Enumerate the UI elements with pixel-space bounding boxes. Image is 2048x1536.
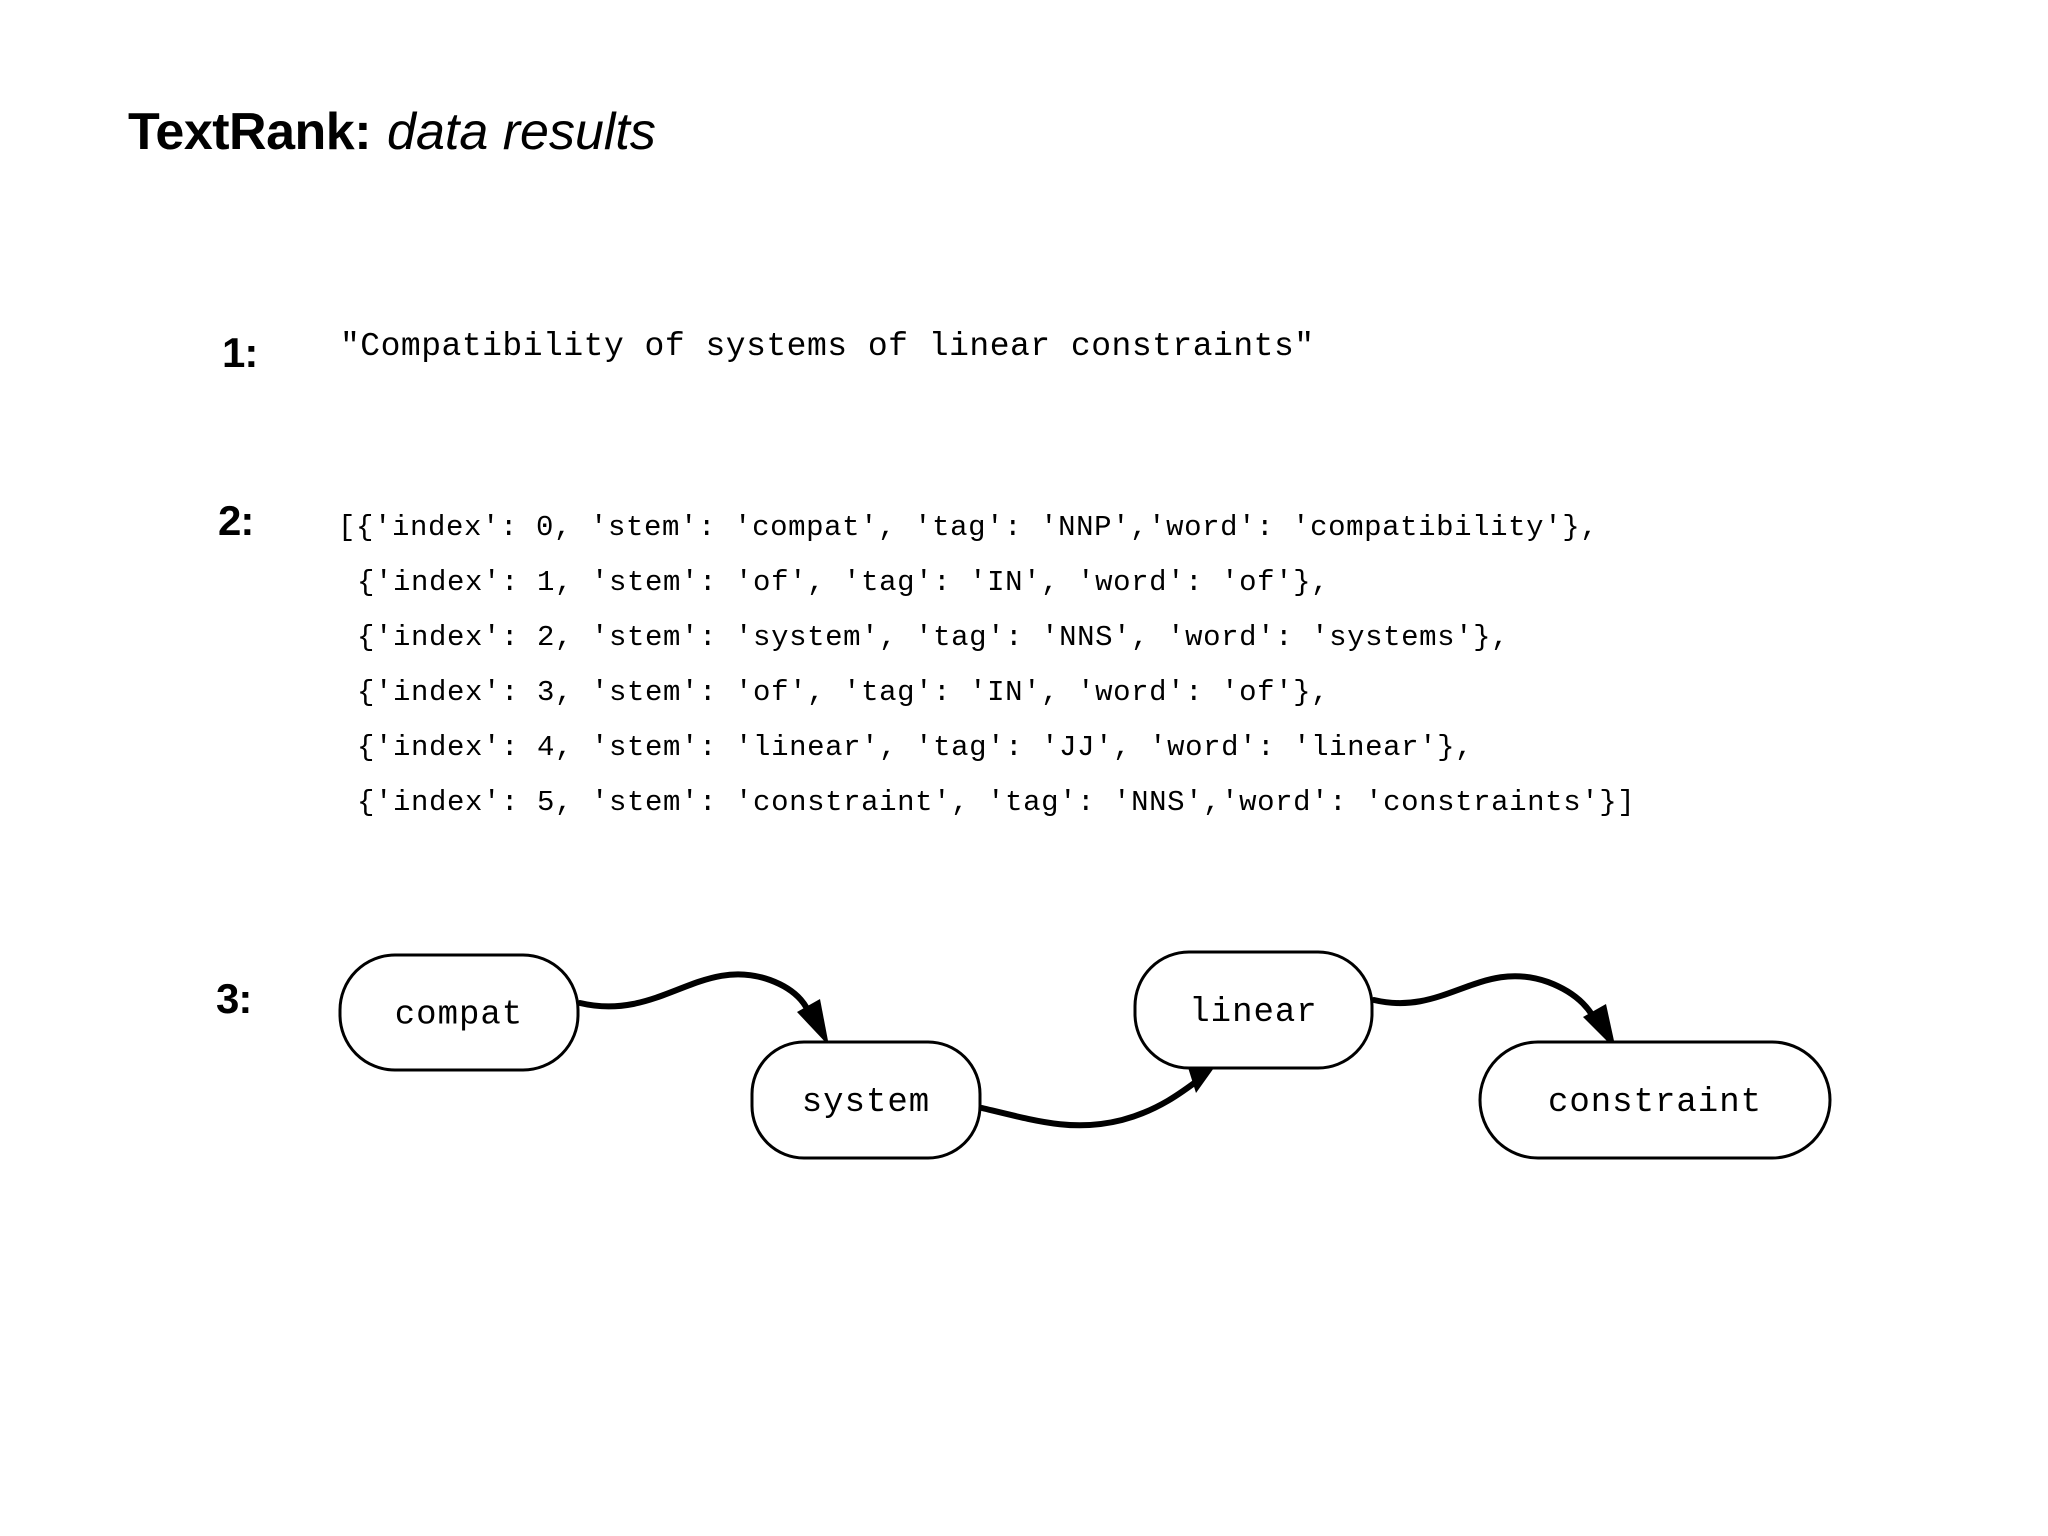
node-label: constraint — [1548, 1084, 1762, 1122]
page-title: TextRank: data results — [128, 103, 656, 161]
node-shape — [338, 953, 580, 1072]
node-label: system — [802, 1084, 930, 1122]
step-1-number: 1: — [222, 329, 258, 376]
graph-node-constraint[interactable]: constraint — [1478, 1040, 1832, 1160]
step-3-number: 3: — [216, 975, 252, 1022]
code-line: {'index': 3, 'stem': 'of', 'tag': 'IN', … — [357, 676, 1330, 709]
page-title-main: TextRank: — [128, 103, 372, 161]
code-line: {'index': 5, 'stem': 'constraint', 'tag'… — [357, 786, 1636, 819]
node-label: linear — [1189, 994, 1317, 1032]
edge-linear-to-constraint — [1371, 973, 1616, 1050]
graph-node-linear[interactable]: linear — [1133, 950, 1374, 1070]
node-shape — [1478, 1040, 1832, 1160]
code-line: {'index': 2, 'stem': 'system', 'tag': 'N… — [357, 621, 1510, 654]
node-shape — [1133, 950, 1374, 1070]
graph-node-system[interactable]: system — [750, 1040, 982, 1160]
edge-system-to-linear — [979, 1058, 1221, 1129]
graph-node-layer: compat system linear constraint — [338, 950, 1832, 1160]
page-title-sub: data results — [387, 103, 656, 161]
graph-node-compat[interactable]: compat — [338, 953, 580, 1072]
code-line: [{'index': 0, 'stem': 'compat', 'tag': '… — [338, 511, 1599, 544]
code-line: {'index': 1, 'stem': 'of', 'tag': 'IN', … — [357, 566, 1330, 599]
node-label: compat — [395, 996, 523, 1034]
step-2-content: [{'index': 0, 'stem': 'compat', 'tag': '… — [338, 500, 1635, 830]
graph-edge-layer — [577, 971, 1616, 1129]
code-line: {'index': 4, 'stem': 'linear', 'tag': 'J… — [357, 731, 1474, 764]
node-shape — [750, 1040, 982, 1160]
edge-compat-to-system — [577, 971, 829, 1046]
step-2-number: 2: — [218, 497, 254, 544]
step-1-content: "Compatibility of systems of linear cons… — [340, 328, 1315, 365]
